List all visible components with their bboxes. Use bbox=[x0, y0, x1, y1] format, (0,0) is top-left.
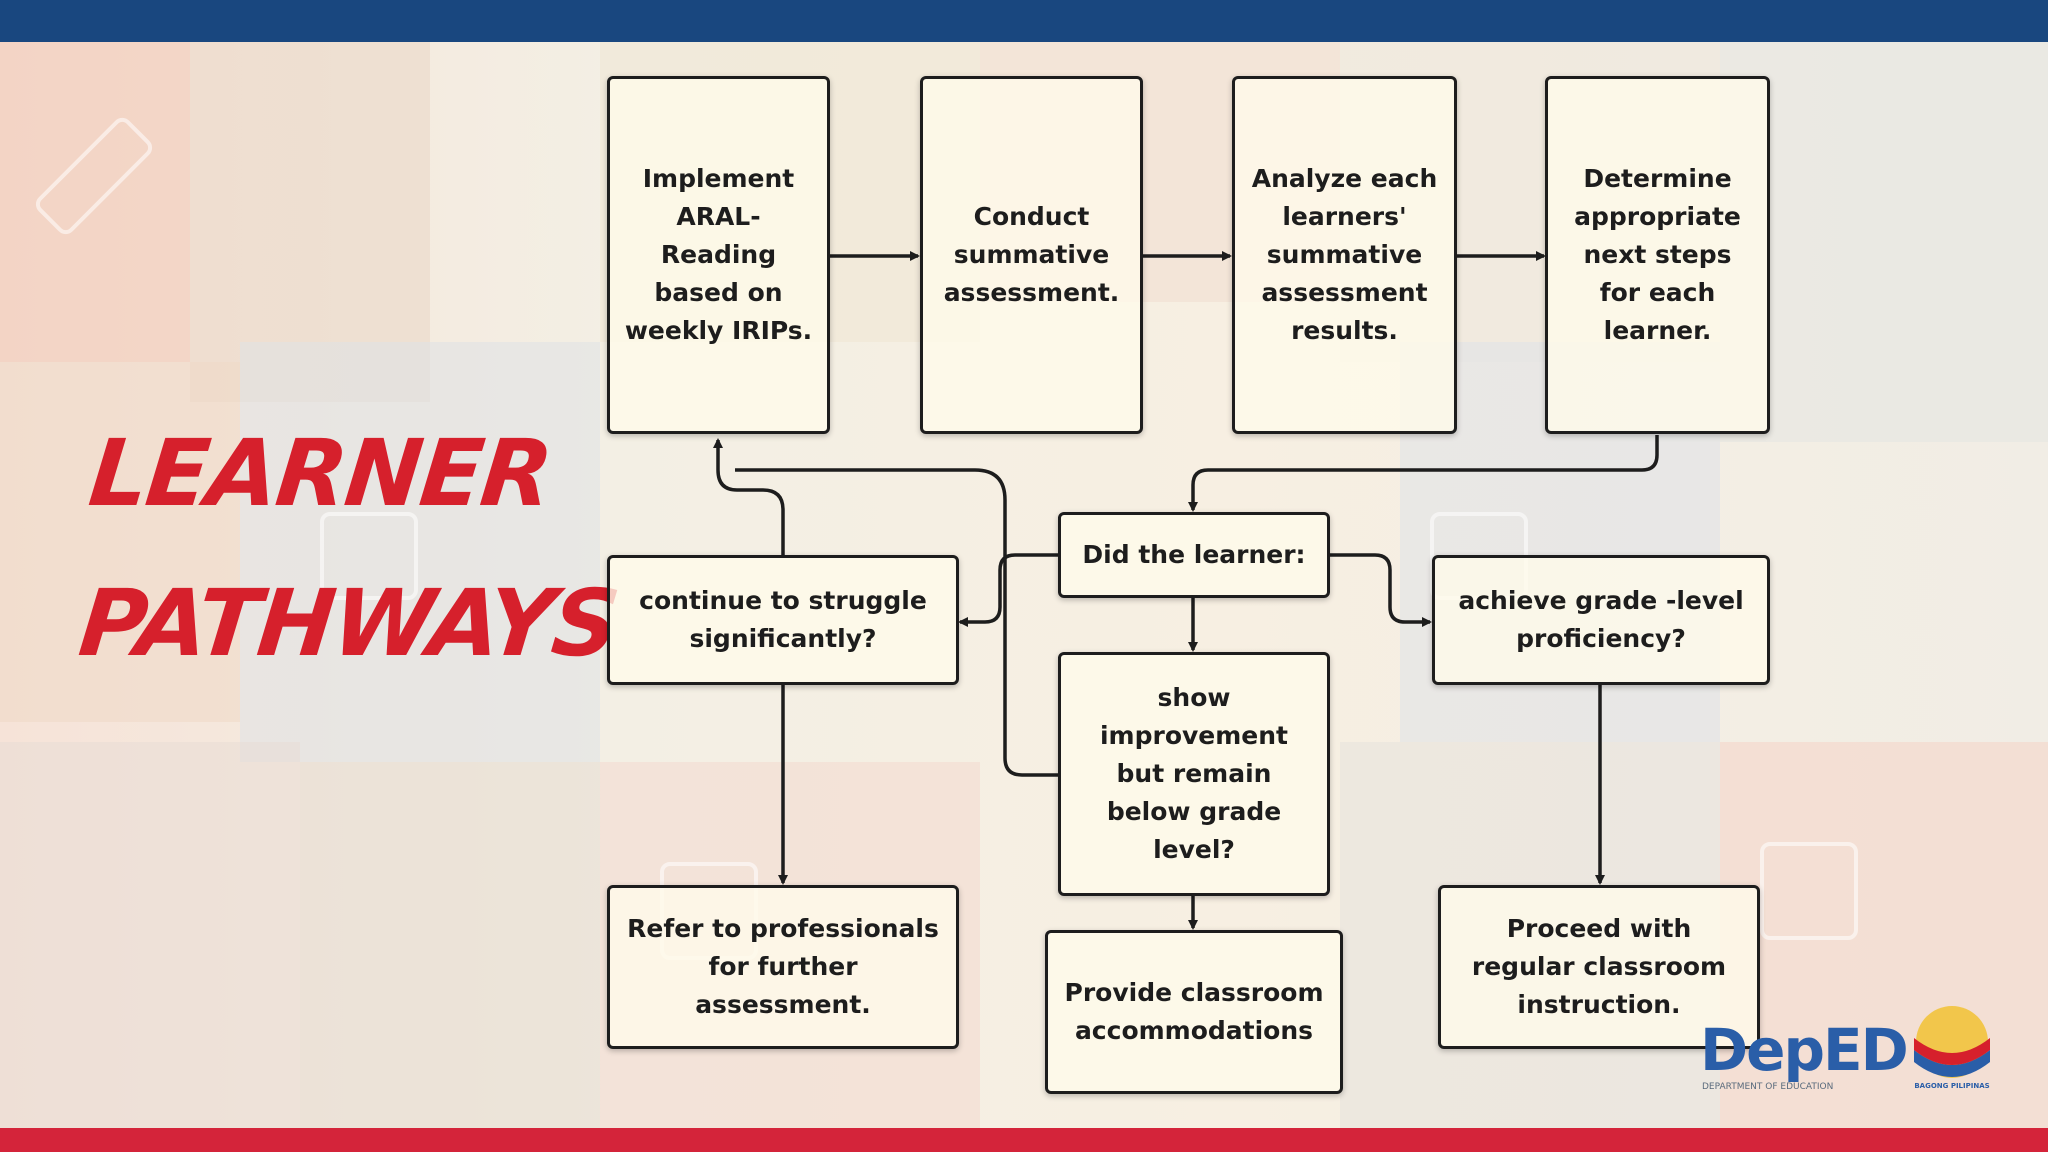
node-struggle: continue to struggle significantly? bbox=[607, 555, 959, 685]
deped-logo-subtitle: DEPARTMENT OF EDUCATION bbox=[1702, 1082, 1833, 1092]
node-achieve: achieve grade -level proficiency? bbox=[1432, 555, 1770, 685]
deped-logo: DepED bbox=[1700, 1016, 1907, 1084]
node-implement: Implement ARAL-Reading based on weekly I… bbox=[607, 76, 830, 434]
node-accommodations: Provide classroom accommodations bbox=[1045, 930, 1343, 1094]
bagong-pilipinas-seal-icon: BAGONG PILIPINAS bbox=[1900, 1000, 2004, 1090]
node-did-learner: Did the learner: bbox=[1058, 512, 1330, 598]
node-analyze: Analyze each learners' summative assessm… bbox=[1232, 76, 1457, 434]
node-improvement: show improvement but remain below grade … bbox=[1058, 652, 1330, 896]
node-determine: Determine appropriate next steps for eac… bbox=[1545, 76, 1770, 434]
node-conduct: Conduct summative assessment. bbox=[920, 76, 1143, 434]
arrow-did-to-struggle bbox=[960, 555, 1058, 622]
loop-struggle-to-implement bbox=[718, 440, 783, 555]
node-refer: Refer to professionals for further asses… bbox=[607, 885, 959, 1049]
arrow-did-to-achieve bbox=[1330, 555, 1430, 622]
svg-text:BAGONG PILIPINAS: BAGONG PILIPINAS bbox=[1914, 1082, 1989, 1090]
arrow-determine-to-did bbox=[1193, 435, 1657, 510]
